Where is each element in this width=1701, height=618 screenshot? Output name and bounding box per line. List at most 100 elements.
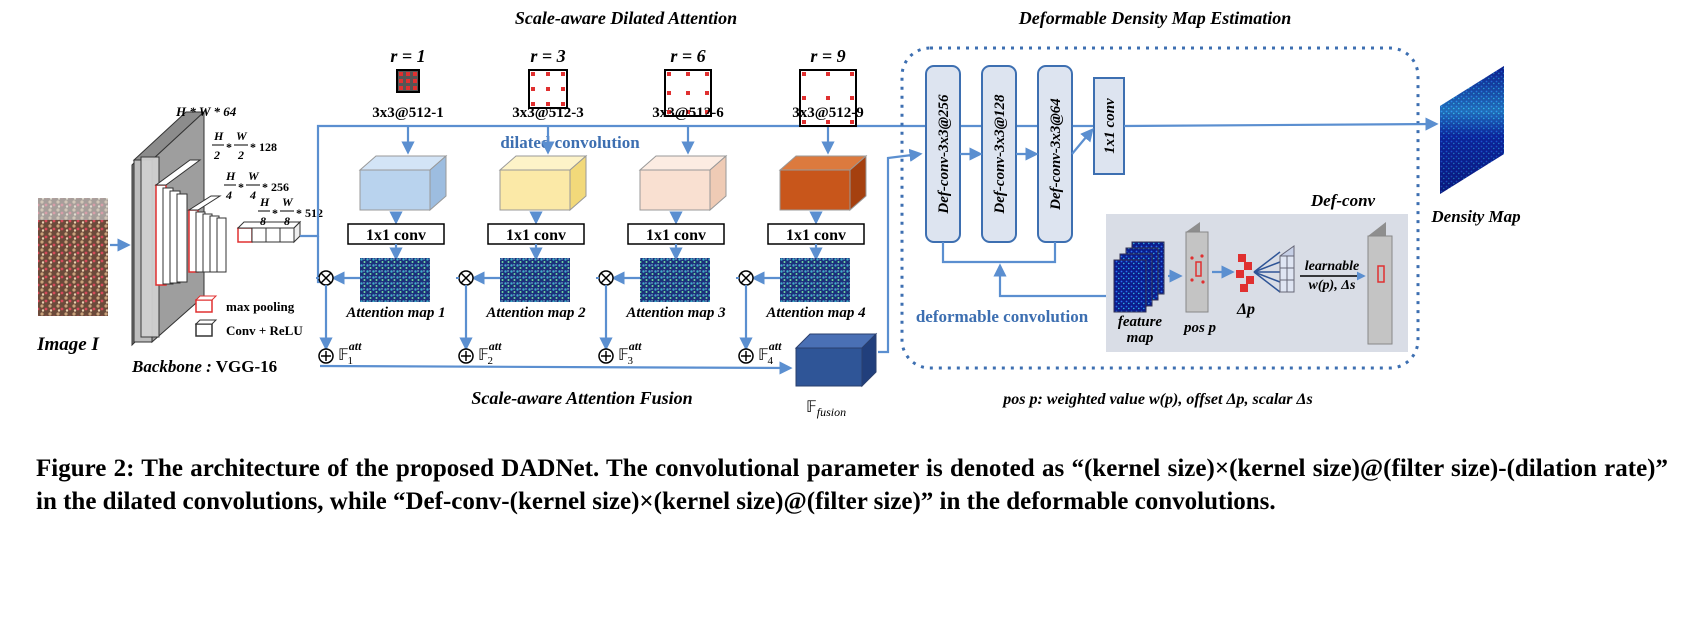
kernel-cell-4-2 bbox=[826, 72, 830, 76]
density-map-label: Density Map bbox=[1430, 207, 1520, 226]
deformable-convolution-label: deformable convolution bbox=[916, 307, 1089, 326]
one-by-one-conv-label-2: 1x1 conv bbox=[506, 227, 566, 244]
add-symbol-3 bbox=[601, 351, 611, 361]
kernel-cell-1-6 bbox=[413, 79, 417, 83]
attention-map-label-1: Attention map 1 bbox=[345, 305, 445, 321]
add-symbol-1 bbox=[321, 351, 331, 361]
svg-text:*: * bbox=[226, 140, 232, 154]
attention-map-label-4: Attention map 4 bbox=[765, 305, 866, 321]
feature-map-label-2: map bbox=[1127, 330, 1154, 346]
to-density-map-arrow bbox=[1123, 117, 1439, 131]
image-label: Image I bbox=[36, 334, 99, 355]
kernel-cell-2-5 bbox=[546, 87, 550, 91]
add-symbol-2 bbox=[461, 351, 471, 361]
pos-p-label: pos p bbox=[1182, 320, 1217, 336]
kernel-cell-1-8 bbox=[406, 86, 410, 90]
kernel-cell-4-9 bbox=[850, 120, 854, 124]
def-conv-feedback-line bbox=[941, 242, 1057, 264]
dilated-conv-label-1: 3x3@512-1 bbox=[372, 105, 443, 121]
one-by-one-conv-label-1: 1x1 conv bbox=[366, 227, 426, 244]
feature-map-stack bbox=[1113, 241, 1165, 313]
backbone-dim-1: H * W * 64 bbox=[175, 104, 237, 119]
feature-cube-3 bbox=[639, 169, 711, 211]
attention-map-label-2: Attention map 2 bbox=[485, 305, 586, 321]
section-title-density-estimation: Deformable Density Map Estimation bbox=[1018, 8, 1292, 28]
svg-text:W: W bbox=[248, 169, 260, 183]
multiply-symbol-2 bbox=[460, 272, 472, 284]
svg-text:4: 4 bbox=[225, 188, 232, 202]
final-1x1-conv-label: 1x1 conv bbox=[1102, 98, 1118, 154]
kernel-cell-1-1 bbox=[399, 72, 403, 76]
def-conv-blocks: Def-conv-3x3@256 Def-conv-3x3@128 Def-co… bbox=[925, 65, 1125, 243]
kernel-cell-1-2 bbox=[406, 72, 410, 76]
kernel-cell-3-1 bbox=[667, 72, 671, 76]
output-plane bbox=[1367, 222, 1393, 345]
backbone-dim-2: H 2 * W 2 * 128 bbox=[212, 129, 277, 162]
pos-p-plane bbox=[1185, 222, 1209, 313]
def-conv-label-3: Def-conv-3x3@64 bbox=[1048, 98, 1064, 211]
kernel-cell-4-8 bbox=[826, 120, 830, 124]
svg-text:H: H bbox=[225, 169, 236, 183]
dilation-rate-label-4: r = 9 bbox=[810, 46, 845, 66]
fusion-input-arrow bbox=[319, 361, 793, 375]
feature-map-label-1: feature bbox=[1118, 314, 1163, 330]
dilation-rate-label-2: r = 3 bbox=[530, 46, 565, 66]
delta-p-label: Δp bbox=[1236, 301, 1255, 318]
kernel-cell-1-5 bbox=[406, 79, 410, 83]
figure-caption: Figure 2: The architecture of the propos… bbox=[36, 455, 1668, 515]
pos-p-note: pos p: weighted value w(p), offset Δp, s… bbox=[1001, 391, 1313, 408]
attention-map-image-4 bbox=[780, 258, 850, 302]
kernel-cell-1-7 bbox=[399, 86, 403, 90]
svg-text:4: 4 bbox=[249, 188, 256, 202]
svg-text:* 128: * 128 bbox=[250, 140, 277, 154]
learnable-params-label: w(p), Δs bbox=[1309, 278, 1356, 293]
one-by-one-conv-label-3: 1x1 conv bbox=[646, 227, 706, 244]
legend-max-pooling: max pooling bbox=[226, 299, 295, 314]
kernel-grid bbox=[1279, 245, 1295, 293]
svg-text:H: H bbox=[259, 195, 270, 209]
svg-text:W: W bbox=[236, 129, 248, 143]
backbone-stack bbox=[131, 110, 302, 347]
kernel-cell-2-7 bbox=[531, 102, 535, 106]
svg-text:* 256: * 256 bbox=[262, 180, 289, 194]
kernel-cell-4-4 bbox=[802, 96, 806, 100]
attention-map-image-3 bbox=[640, 258, 710, 302]
svg-text:8: 8 bbox=[284, 214, 290, 228]
kernel-cell-2-4 bbox=[531, 87, 535, 91]
kernel-cell-4-6 bbox=[850, 96, 854, 100]
feature-cube-1 bbox=[359, 169, 431, 211]
kernel-cell-2-2 bbox=[546, 72, 550, 76]
kernel-cell-4-3 bbox=[850, 72, 854, 76]
svg-text:*: * bbox=[238, 180, 244, 194]
kernel-cell-1-4 bbox=[399, 79, 403, 83]
kernel-cell-4-7 bbox=[802, 120, 806, 124]
fusion-to-density-arrow bbox=[878, 148, 923, 354]
dilated-convolution-label: dilated convolution bbox=[500, 133, 640, 152]
add-symbol-4 bbox=[741, 351, 751, 361]
architecture-figure: Scale-aware Dilated Attention Deformable… bbox=[36, 8, 1521, 419]
kernel-cell-3-7 bbox=[667, 110, 671, 114]
kernel-cell-2-8 bbox=[546, 102, 550, 106]
kernel-cell-3-3 bbox=[705, 72, 709, 76]
learnable-label: learnable bbox=[1305, 259, 1359, 274]
fusion-block bbox=[794, 332, 878, 388]
attention-map-label-3: Attention map 3 bbox=[625, 305, 726, 321]
legend-conv-relu: Conv + ReLU bbox=[226, 323, 303, 338]
svg-text:2: 2 bbox=[213, 148, 220, 162]
dilation-rate-label-3: r = 6 bbox=[670, 46, 705, 66]
svg-text:H: H bbox=[213, 129, 224, 143]
kernel-cell-3-2 bbox=[686, 72, 690, 76]
fusion-feature-label: 𝔽fusion bbox=[806, 399, 846, 419]
feature-cube-4 bbox=[779, 169, 851, 211]
dilated-conv-label-4: 3x3@512-9 bbox=[792, 105, 863, 121]
legend: max pooling Conv + ReLU bbox=[194, 295, 303, 338]
svg-text:*: * bbox=[272, 206, 278, 220]
max-pooling-swatch bbox=[195, 299, 213, 313]
kernel-cell-1-9 bbox=[413, 86, 417, 90]
dilated-conv-label-3: 3x3@512-6 bbox=[652, 105, 724, 121]
kernel-cell-3-6 bbox=[705, 91, 709, 95]
feature-cube-2 bbox=[499, 169, 571, 211]
dilation-rate-label-1: r = 1 bbox=[390, 46, 425, 66]
